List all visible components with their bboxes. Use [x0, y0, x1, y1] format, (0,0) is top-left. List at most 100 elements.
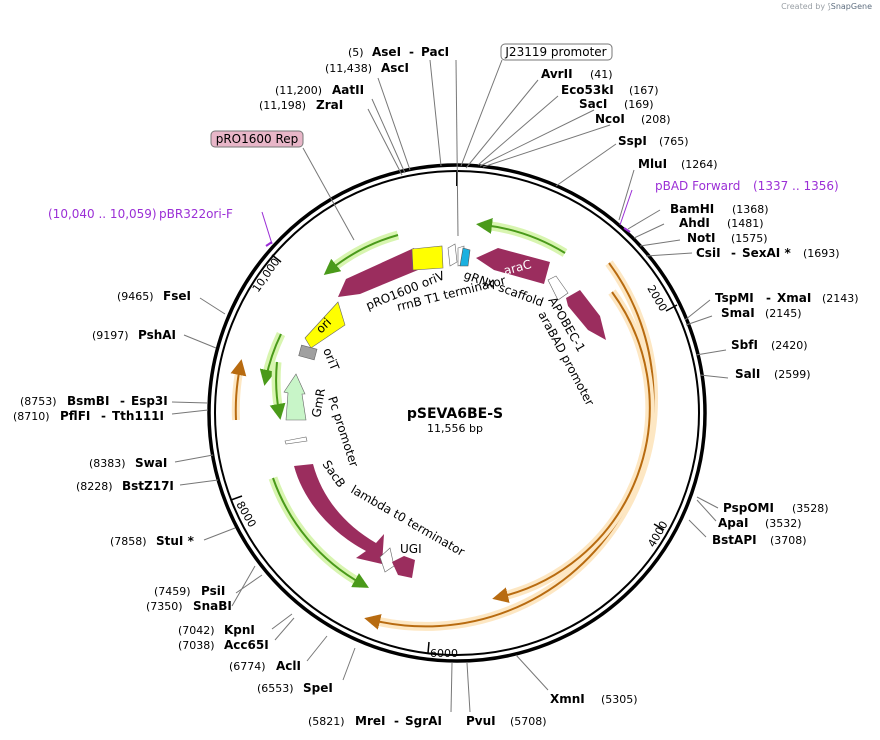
site-pos: (1368) [732, 203, 769, 216]
box-pro1600-rep [210, 130, 304, 148]
feature-Pc-promoter [284, 436, 308, 445]
site-pos: (3532) [765, 517, 802, 530]
label-UGI: UGI [400, 542, 422, 556]
primer-pbr322-tick [265, 241, 273, 247]
feature-ori [304, 301, 346, 349]
site-pos: (167) [629, 84, 659, 97]
site-pos: (11,198) [259, 99, 306, 112]
primer-pbad-marker [619, 189, 633, 226]
site-name: PspOMI [723, 501, 774, 515]
site-name: NcoI [595, 112, 625, 126]
feature-araBAD-promoter [547, 275, 569, 301]
site-pos: (7459) [154, 585, 191, 598]
site-leaders [171, 59, 729, 713]
site-pos: (5708) [510, 715, 547, 728]
site-pos: (169) [624, 98, 654, 111]
site-name: Acc65I [224, 638, 269, 652]
site-name: BsmBI [67, 394, 109, 408]
site-name: Eco53kI [561, 83, 614, 97]
site-name: SwaI [135, 456, 167, 470]
site-pos: (8383) [89, 457, 126, 470]
green-arrow-bottom-line [272, 477, 369, 588]
site-pos: (2145) [765, 307, 802, 320]
site-name: BamHI [670, 202, 714, 216]
site-name: AclI [276, 659, 301, 673]
site-name: SpeI [303, 681, 333, 695]
site-pos: (1693) [803, 247, 840, 260]
site-name: BstAPI [712, 533, 757, 547]
label-GmR: GmR [309, 387, 328, 418]
site-pos: (8710) [13, 410, 50, 423]
primer-pbad-range: (1337 .. 1356) [753, 179, 839, 193]
site-name2: XmaI [777, 291, 811, 305]
orange-track-left-line [230, 359, 247, 421]
box-j23119 [500, 43, 613, 61]
site-name: FseI [163, 289, 191, 303]
site-pos: (765) [659, 135, 689, 148]
site-sep: - [120, 394, 125, 408]
site-name: PvuI [466, 714, 496, 728]
site-pos: (1264) [681, 158, 718, 171]
plasmid-name: pSEVA6BE-S [407, 406, 503, 422]
site-name: XmnI [550, 692, 585, 706]
site-name: SspI [618, 134, 647, 148]
site-name2: Tth111I [112, 409, 164, 423]
site-name: MreI [355, 714, 385, 728]
site-pos: (208) [641, 113, 671, 126]
site-name: SbfI [731, 338, 758, 352]
site-name: TspMI [715, 291, 754, 305]
site-name: BstZ17I [122, 479, 174, 493]
site-pos: (9465) [117, 290, 154, 303]
site-sep: - [101, 409, 106, 423]
feature-SacB [294, 464, 384, 564]
site-pos: (5821) [308, 715, 345, 728]
site-name: SalI [735, 367, 760, 381]
snapgene-credit: Created by ⟆SnapGene [781, 2, 872, 11]
site-name: AscI [381, 61, 409, 75]
green-arrow-top [483, 220, 568, 257]
tick-label-10000: 10,000 [250, 256, 283, 295]
scale-ticks [230, 254, 678, 654]
label-SacB: SacB [320, 458, 349, 490]
site-pos: (11,438) [325, 62, 372, 75]
site-name: AhdI [679, 216, 710, 230]
orange-track-outer [370, 260, 659, 631]
site-name2: SexAI * [742, 246, 791, 260]
green-arrow-top-line [476, 217, 566, 254]
label-oriT: oriT [320, 346, 342, 373]
orange-track-outer-line [364, 262, 655, 630]
site-pos: (7858) [110, 535, 147, 548]
site-name: SmaI [721, 306, 755, 320]
primer-pbr322-marker [261, 211, 273, 245]
site-name: PflFI [60, 409, 90, 423]
site-pos: (5) [348, 46, 364, 59]
green-arrow-left-line [259, 333, 282, 386]
site-name: CsiI [696, 246, 721, 260]
feature-APOBEC-1 [566, 290, 606, 340]
tick-label-6000: 6000 [430, 647, 458, 660]
site-name: ZraI [316, 98, 343, 112]
site-pos: (7350) [146, 600, 183, 613]
site-name2: PacI [421, 45, 449, 59]
site-pos: (8228) [76, 480, 113, 493]
site-name: SacI [579, 97, 607, 111]
site-name: StuI * [156, 534, 195, 548]
credit-brand: SnapGene [830, 2, 872, 11]
site-name: MluI [638, 157, 667, 171]
primer-pbr322-name: pBR322ori-F [159, 207, 233, 221]
primer-pbr322-range: (10,040 .. 10,059) [48, 207, 157, 221]
site-name: NotI [687, 231, 716, 245]
site-pos: (1575) [731, 232, 768, 245]
feature-araC [476, 248, 550, 284]
primer-pbad-name: pBAD Forward [655, 179, 740, 193]
site-name: PshAI [138, 328, 176, 342]
site-pos: (2599) [774, 368, 811, 381]
site-pos: (1481) [727, 217, 764, 230]
site-sep: - [409, 45, 414, 59]
site-pos: (8753) [20, 395, 57, 408]
feature-UGI [392, 556, 415, 578]
site-name: PsiI [201, 584, 225, 598]
site-sep: - [394, 714, 399, 728]
primer-pbad-tick [623, 227, 631, 233]
tick-label-2000: 2000 [644, 283, 669, 314]
